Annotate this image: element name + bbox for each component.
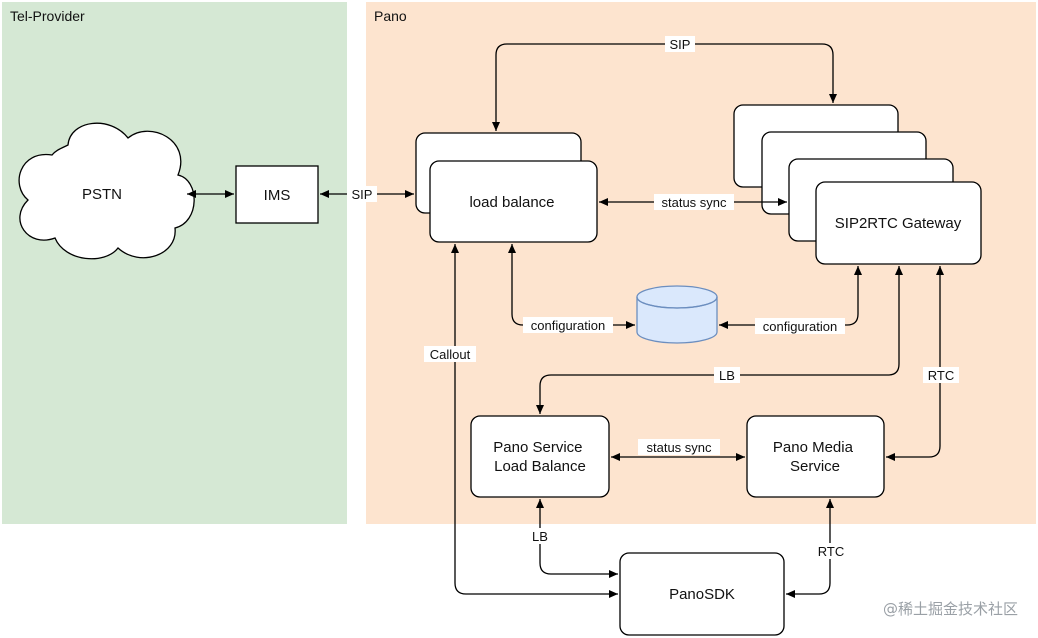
edge-rtc-right (886, 266, 944, 461)
ims-label: IMS (264, 187, 291, 204)
load-balance-label: load balance (469, 194, 554, 211)
edge-rtc-bottom (786, 499, 834, 598)
panosdk-node (619, 552, 785, 636)
tel-provider-zone-label: Tel-Provider (10, 8, 85, 24)
panosdk-label: PanoSDK (669, 586, 735, 603)
edge-label-sip-ims: SIP (352, 187, 373, 202)
pstn-cloud-shape (18, 122, 195, 260)
sip2rtc-gateway-label: SIP2RTC Gateway (835, 215, 962, 232)
edge-label-configuration-right: configuration (763, 319, 837, 334)
edge-label-lb-bottom: LB (532, 529, 548, 544)
tel-provider-zone (2, 2, 347, 524)
edge-sip-top (492, 43, 837, 131)
edge-label-callout: Callout (430, 347, 471, 362)
edge-label-lb-top: LB (719, 368, 735, 383)
edge-lb-bottom (536, 499, 618, 578)
edge-label-sip-top: SIP (670, 37, 691, 52)
pano-service-load-balance-node (470, 415, 610, 498)
edge-label-configuration-left: configuration (531, 318, 605, 333)
edge-label-status-sync-bottom: status sync (646, 440, 712, 455)
pano-zone-label: Pano (374, 8, 407, 24)
sip2rtc-gateway-node (815, 181, 982, 265)
edge-callout (451, 244, 618, 598)
ims-node (235, 165, 319, 224)
edge-label-status-sync-top: status sync (661, 195, 727, 210)
pano-media-service-node (746, 415, 885, 498)
pano-media-service-label: Pano Media Service (773, 439, 857, 475)
watermark-text: @稀土掘金技术社区 (883, 600, 1018, 618)
edge-label-rtc-right: RTC (928, 368, 954, 383)
load-balance-node (429, 160, 598, 243)
edge-label-rtc-bottom: RTC (818, 544, 844, 559)
database-icon (636, 285, 718, 344)
pstn-label: PSTN (82, 186, 122, 203)
